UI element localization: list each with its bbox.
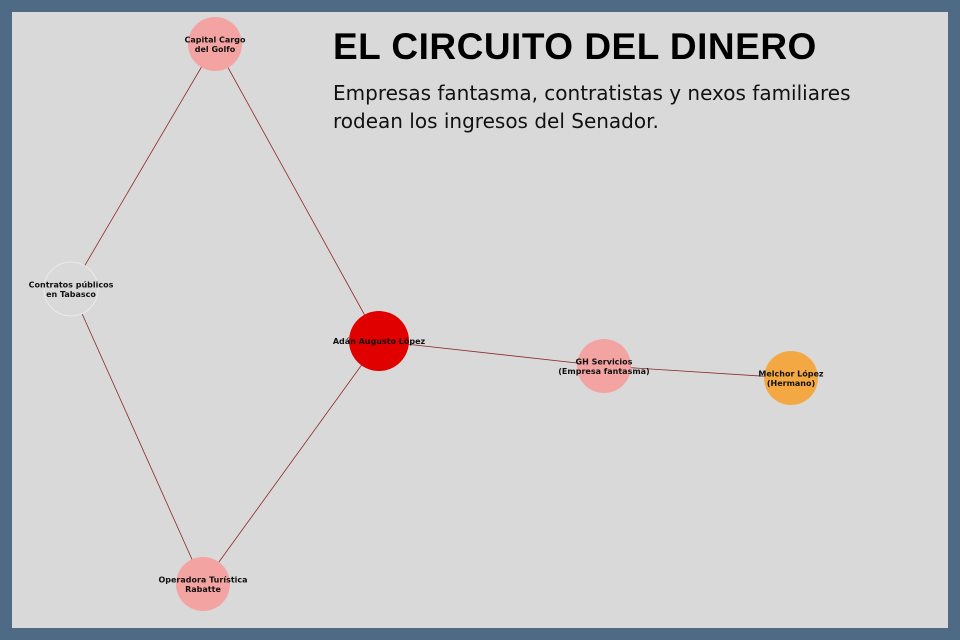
- node-label-line: GH Servicios: [576, 357, 633, 366]
- node-label: Melchor López(Hermano): [758, 368, 824, 388]
- node-label-line: Operadora Turística: [158, 575, 247, 584]
- edge-gh-melchor: [603, 365, 792, 379]
- node-label-line: Capital Cargo: [185, 35, 246, 44]
- node-label-line: en Tabasco: [46, 290, 96, 299]
- node-label-line: del Golfo: [195, 45, 236, 54]
- edge-operadora-adan: [202, 340, 380, 585]
- edge-contratos-operadora: [70, 288, 204, 585]
- node-circle: [188, 17, 242, 71]
- node-label-line: Melchor López: [758, 368, 824, 378]
- node-circle: [577, 339, 631, 393]
- edge-capital-adan: [214, 43, 380, 342]
- node-label-line: (Empresa fantasma): [558, 367, 649, 376]
- node-gh[interactable]: GH Servicios(Empresa fantasma): [558, 339, 650, 393]
- edge-capital-contratos: [70, 43, 216, 290]
- page-subtitle: Empresas fantasma, contratistas y nexos …: [333, 81, 851, 133]
- node-melchor[interactable]: Melchor López(Hermano): [758, 351, 824, 405]
- node-circle: [764, 351, 818, 405]
- node-label-line: (Hermano): [767, 379, 815, 388]
- edge-adan-gh: [378, 340, 605, 367]
- node-label: Adán Augusto López: [333, 336, 426, 346]
- node-label-line: Rabatte: [185, 585, 221, 594]
- node-adan[interactable]: Adán Augusto López: [333, 311, 426, 371]
- node-circle: [43, 261, 99, 317]
- node-label: GH Servicios(Empresa fantasma): [558, 357, 649, 376]
- page-title: EL CIRCUITO DEL DINERO: [333, 26, 817, 67]
- node-label-line: Adán Augusto López: [333, 336, 426, 346]
- node-circle: [349, 311, 409, 371]
- edges: [70, 43, 792, 585]
- node-label-line: Contratos públicos: [29, 280, 114, 289]
- node-circle: [176, 557, 230, 611]
